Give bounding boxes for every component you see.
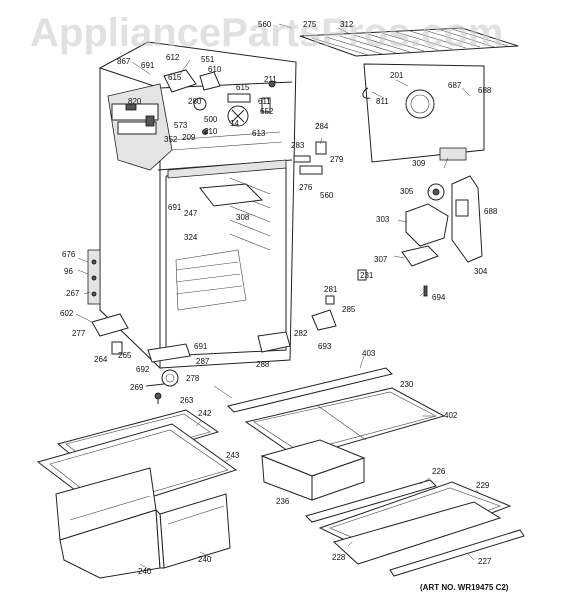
- part-label: 324: [184, 233, 198, 242]
- part-label: 811: [376, 97, 389, 106]
- part-label: 611: [258, 97, 271, 106]
- part-label: 560: [320, 191, 334, 200]
- part-label: 283: [291, 141, 305, 150]
- part-label: 281: [324, 285, 338, 294]
- part-label: 240: [138, 567, 152, 576]
- part-label: 209: [182, 133, 196, 142]
- part-label: 692: [136, 365, 150, 374]
- part-label: 226: [432, 467, 446, 476]
- part-label: 551: [201, 55, 215, 64]
- part-label: 267: [66, 289, 80, 298]
- part-label: 615: [236, 83, 250, 92]
- part-label: 867: [117, 57, 131, 66]
- part-label: 285: [342, 305, 356, 314]
- part-label: 284: [315, 122, 329, 131]
- part-label: 243: [226, 451, 240, 460]
- part-label: 694: [432, 293, 446, 302]
- part-label: 265: [118, 351, 132, 360]
- part-label: 275: [303, 20, 317, 29]
- part-label: 277: [72, 329, 86, 338]
- part-label: 691: [194, 342, 208, 351]
- part-label: 615: [168, 73, 182, 82]
- part-label: 402: [444, 411, 458, 420]
- part-label: 282: [294, 329, 308, 338]
- hardware-left: [87, 249, 191, 404]
- part-label: 403: [362, 349, 376, 358]
- part-label: 573: [174, 121, 188, 130]
- part-label: 500: [204, 115, 218, 124]
- part-label: 305: [400, 187, 414, 196]
- part-label: 231: [360, 271, 374, 280]
- part-label: 228: [332, 553, 346, 562]
- part-label: 820: [128, 97, 142, 106]
- air-damper-parts: [401, 175, 483, 297]
- part-label: 309: [412, 159, 426, 168]
- part-label: 308: [236, 213, 250, 222]
- part-label: 691: [168, 203, 182, 212]
- part-label: 303: [376, 215, 390, 224]
- leader-lines: [75, 23, 481, 571]
- part-label: 602: [60, 309, 74, 318]
- part-label: 280: [188, 97, 202, 106]
- part-label: 304: [474, 267, 488, 276]
- crisper-assembly: [36, 409, 238, 579]
- part-label: 263: [180, 396, 194, 405]
- freezer-wire-shelf: [299, 27, 519, 57]
- part-label: 612: [166, 53, 180, 62]
- freezer-fan-and-controls: [107, 69, 276, 171]
- part-label: 211: [264, 75, 277, 84]
- part-label: 691: [141, 61, 155, 70]
- part-label: 96: [64, 267, 73, 276]
- part-label: 676: [62, 250, 76, 259]
- part-label: 229: [476, 481, 490, 490]
- part-label: 688: [478, 86, 492, 95]
- part-label: 693: [318, 342, 332, 351]
- part-label: 210: [204, 127, 218, 136]
- part-label: 242: [198, 409, 212, 418]
- part-label: 312: [340, 20, 354, 29]
- part-label: 307: [374, 255, 388, 264]
- part-label: 14: [230, 119, 239, 128]
- part-label: 560: [258, 20, 272, 29]
- part-labels: 560 275 312 867 691 612 551 615 610 211 …: [60, 20, 498, 576]
- part-label: 247: [184, 209, 198, 218]
- part-label: 276: [299, 183, 313, 192]
- part-label: 240: [198, 555, 212, 564]
- part-label: 287: [196, 357, 210, 366]
- part-label: 352: [164, 135, 178, 144]
- part-label: 613: [252, 129, 266, 138]
- part-label: 236: [276, 497, 290, 506]
- part-label: 687: [448, 81, 462, 90]
- part-label: 264: [94, 355, 108, 364]
- part-label: 279: [330, 155, 344, 164]
- fresh-food-shelves: [227, 367, 525, 577]
- part-label: 201: [390, 71, 404, 80]
- part-label: 227: [478, 557, 492, 566]
- part-label: 278: [186, 374, 200, 383]
- part-label: 688: [484, 207, 498, 216]
- part-label: 610: [208, 65, 222, 74]
- hardware-middle: [257, 141, 367, 353]
- watermark-text: AppliancePartsPros.com: [30, 11, 504, 55]
- part-label: 269: [130, 383, 144, 392]
- part-label: 230: [400, 380, 414, 389]
- part-label: 652: [260, 107, 274, 116]
- part-label: 288: [256, 360, 270, 369]
- art-number: (ART NO. WR19475 C2): [420, 583, 509, 592]
- evaporator-cover: [362, 63, 485, 163]
